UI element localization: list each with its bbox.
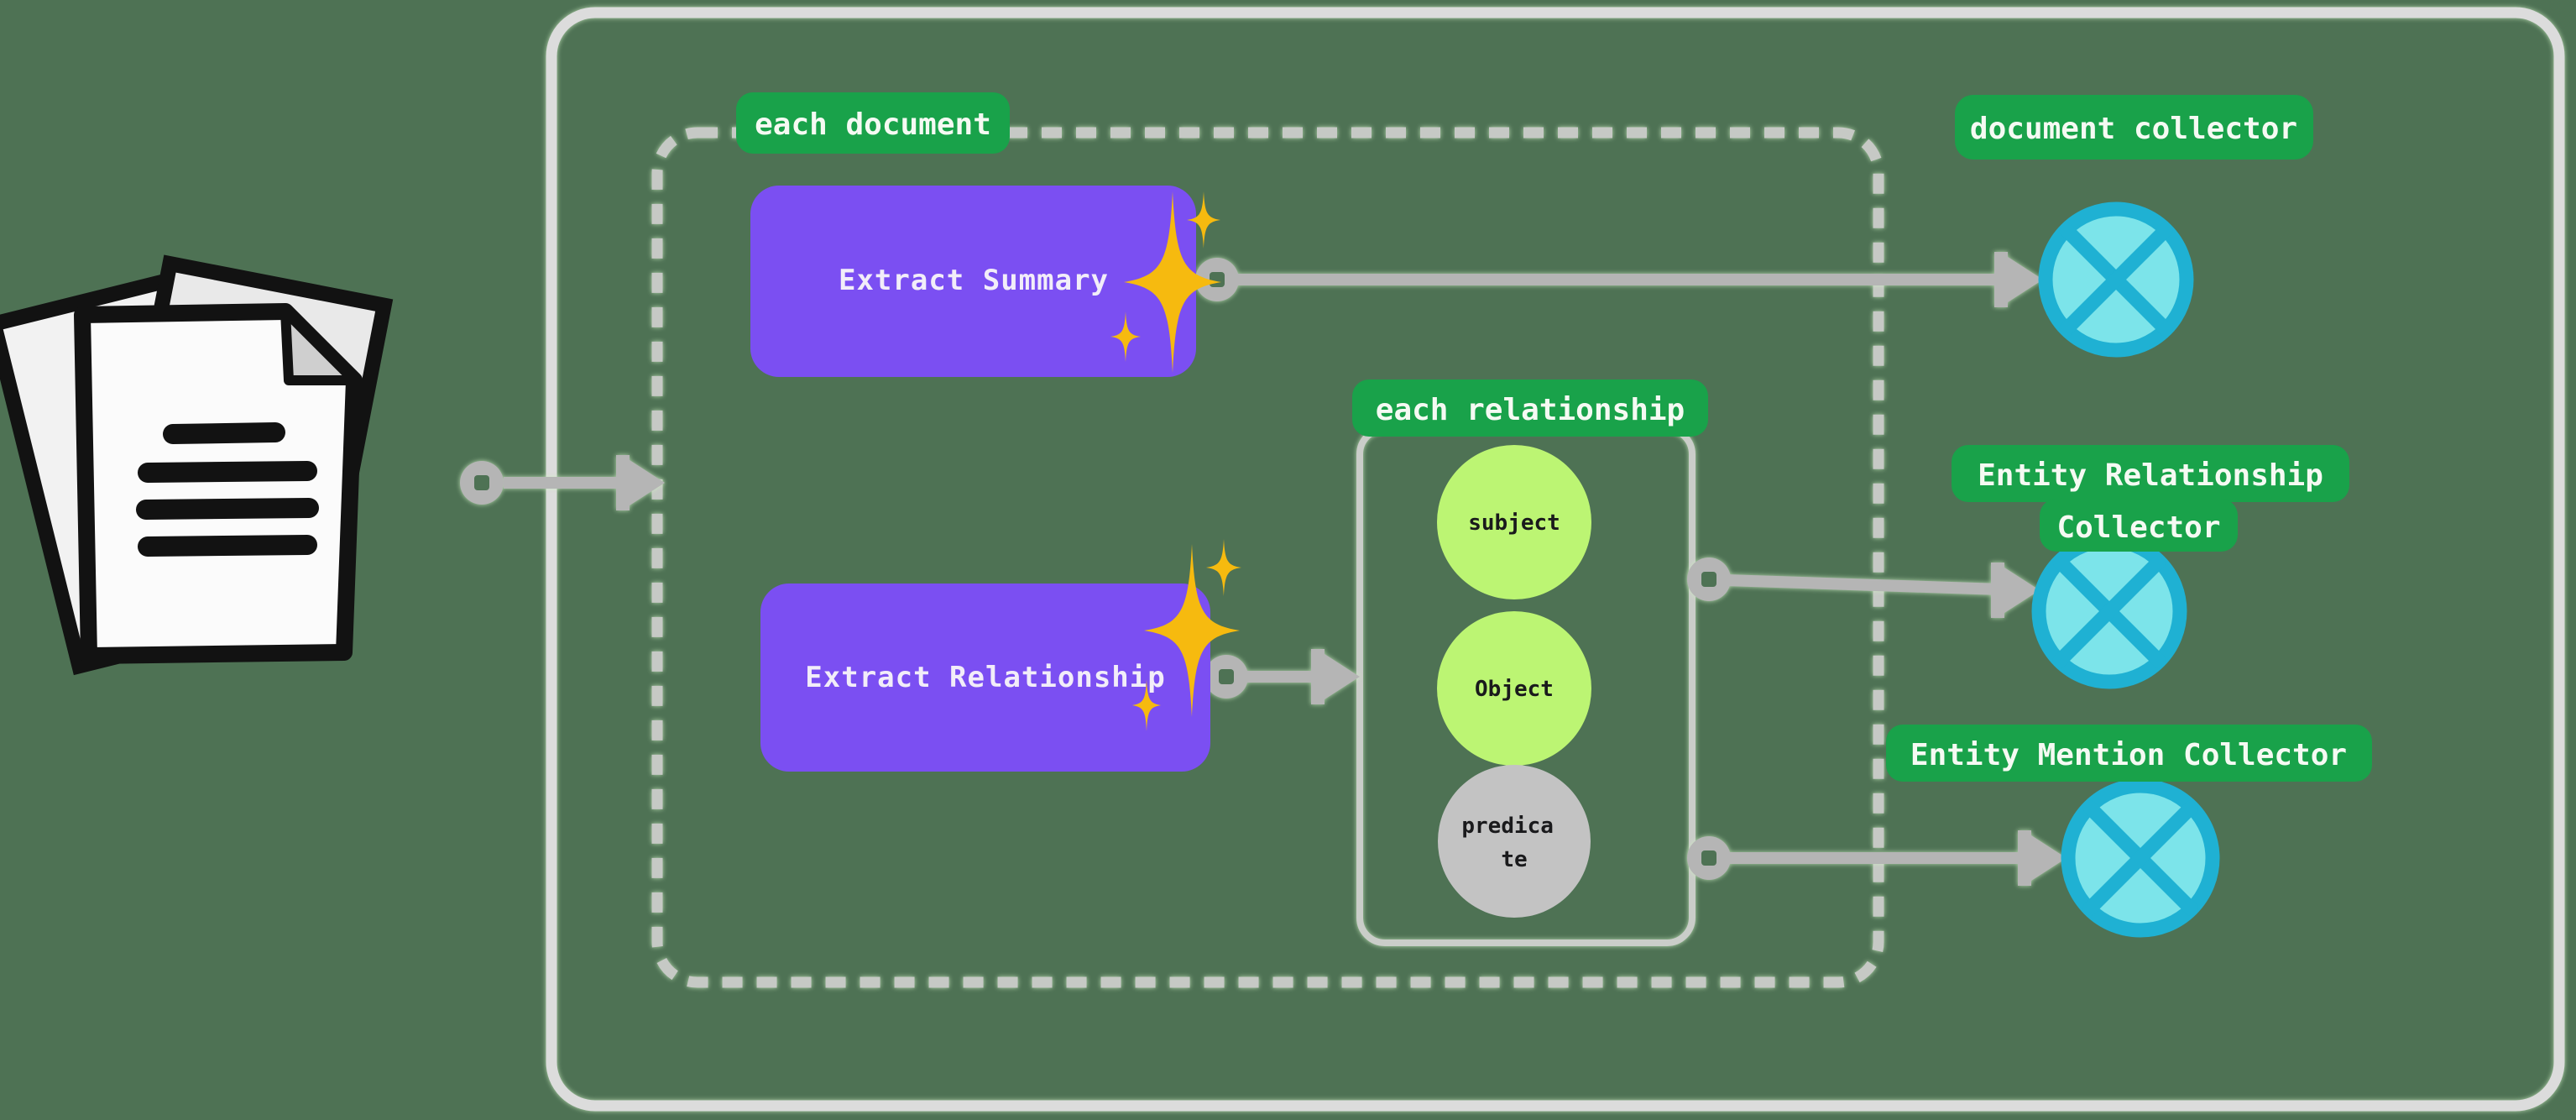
document-folded-corner <box>280 306 359 385</box>
arrowhead-icon <box>1994 252 2043 307</box>
connector-relationship-to-er-collector <box>1725 563 2040 618</box>
object-label: Object <box>1475 677 1554 702</box>
documents-output-port[interactable] <box>460 461 504 505</box>
each-relationship-label: each relationship <box>1352 379 1708 437</box>
extract-relationship-label: Extract Relationship <box>805 661 1165 694</box>
entity-mention-collector-label: Entity Mention Collector <box>1886 725 2372 782</box>
document-sheet-front <box>74 303 363 664</box>
entity-relationship-collector-label-line1: Entity Relationship <box>1978 458 2323 493</box>
entity-relationship-collector-label-line2: Collector <box>2056 510 2220 545</box>
each-document-boundary <box>651 127 1884 988</box>
circle-x-collector-icon <box>2059 222 2173 337</box>
circle-x-collector-icon <box>2082 800 2198 916</box>
predicate-label: predica te <box>1461 814 1566 872</box>
entity-relationship-collector-node[interactable] <box>2031 533 2187 689</box>
each-relationship-output-port-bottom[interactable] <box>1687 836 1731 880</box>
entity-mention-collector-label-text: Entity Mention Collector <box>1910 738 2347 772</box>
extract-relationship-node[interactable]: Extract Relationship <box>760 539 1241 772</box>
extract-summary-label: Extract Summary <box>839 264 1109 297</box>
each-document-label: each document <box>736 92 1010 154</box>
document-collector-label-text: document collector <box>1970 112 2297 146</box>
circle-x-collector-icon <box>2052 554 2166 668</box>
subject-node[interactable]: subject <box>1437 445 1591 599</box>
connector-summary-to-document-collector <box>1236 252 2043 307</box>
subject-label: subject <box>1468 510 1560 536</box>
document-collector-label: document collector <box>1955 95 2313 160</box>
connector-documents-to-each-document <box>504 455 665 510</box>
entity-mention-collector-node[interactable] <box>2061 778 2220 938</box>
extract-summary-node[interactable]: Extract Summary <box>750 186 1221 377</box>
predicate-node[interactable]: predica te <box>1438 765 1591 918</box>
document-collector-node[interactable] <box>2038 201 2194 358</box>
entity-relationship-collector-label: Entity Relationship Collector <box>1952 445 2349 552</box>
each-relationship-output-port-top[interactable] <box>1687 557 1731 601</box>
stacked-documents-icon[interactable] <box>0 254 394 676</box>
object-node[interactable]: Object <box>1437 611 1591 766</box>
each-document-label-text: each document <box>755 107 991 142</box>
connector-relationship-to-each-relationship <box>1244 649 1360 704</box>
arrowhead-icon <box>616 455 665 510</box>
extract-relationship-output-port[interactable] <box>1204 655 1248 699</box>
connector-relationship-to-mention-collector <box>1726 830 2067 886</box>
arrowhead-icon <box>1991 563 2040 618</box>
document-text-lines <box>136 422 319 557</box>
arrowhead-icon <box>1311 649 1360 704</box>
arrowhead-icon <box>2018 830 2067 886</box>
each-relationship-label-text: each relationship <box>1376 393 1685 427</box>
outer-workflow-boundary <box>546 7 2565 1112</box>
